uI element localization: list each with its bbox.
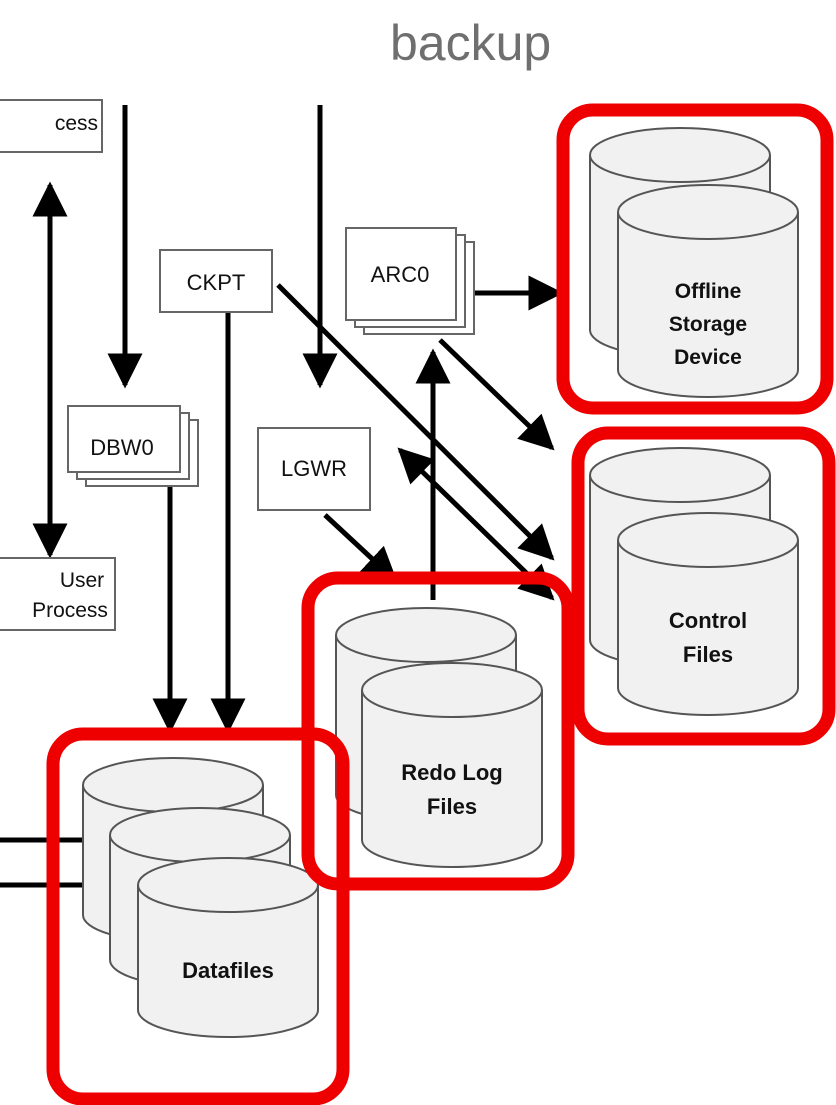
redo-label-2: Files [427, 794, 477, 819]
dbw0-label: DBW0 [90, 435, 154, 460]
process-box-dbw0: DBW0 [67, 405, 199, 487]
redo-label-1: Redo Log [401, 760, 502, 785]
arrow-arc0-control [438, 338, 555, 451]
page-title: backup [390, 15, 552, 71]
process-box-user: User Process [0, 557, 116, 631]
offline-label-1: Offline [675, 280, 742, 303]
arrow-lgwr-redo [323, 513, 398, 583]
process-box-lgwr: LGWR [257, 427, 371, 511]
highlight-datafiles [46, 727, 350, 1105]
control-label-2: Files [683, 642, 733, 667]
lgwr-label: LGWR [281, 456, 347, 481]
process-box-arc0: ARC0 [345, 227, 475, 335]
connector-lines [0, 105, 564, 888]
user-process-label-2: Process [32, 599, 108, 622]
highlight-control-files [571, 426, 836, 746]
control-label-1: Control [669, 608, 747, 633]
offline-label-3: Device [674, 346, 742, 369]
highlight-offline-storage [556, 103, 834, 415]
offline-label-2: Storage [669, 313, 747, 336]
cylinder-datafiles [82, 757, 319, 1038]
process-box-top-left: cess [0, 99, 103, 153]
process-box-ckpt: CKPT [159, 249, 273, 313]
ckpt-label: CKPT [187, 270, 246, 295]
user-process-label-1: User [60, 569, 104, 592]
arc0-label: ARC0 [371, 262, 430, 287]
cylinder-offline-storage [589, 127, 799, 398]
datafiles-label: Datafiles [182, 958, 274, 983]
cylinder-redo-log [335, 607, 543, 868]
highlight-boxes [46, 103, 836, 1105]
process-label-top-left: cess [55, 112, 98, 135]
cylinder-control-files [589, 447, 799, 716]
